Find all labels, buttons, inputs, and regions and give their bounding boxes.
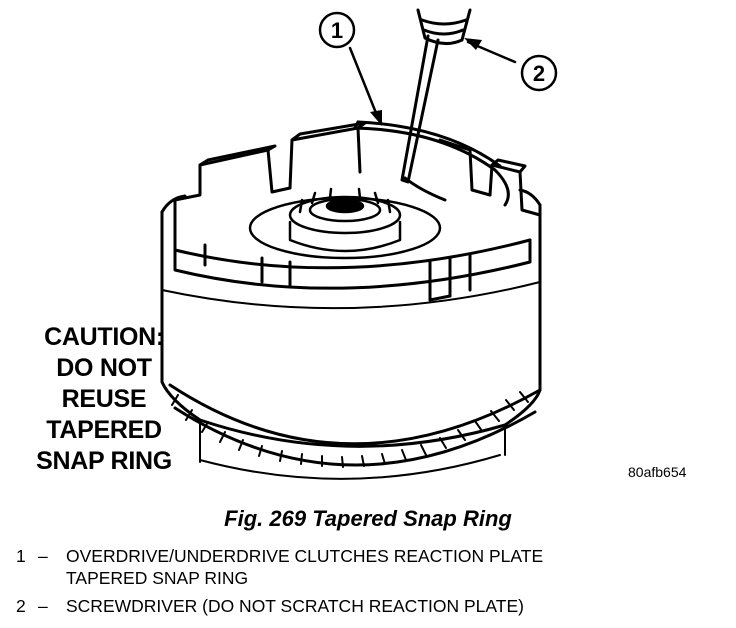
caution-line: REUSE xyxy=(61,385,147,413)
legend-dash: – xyxy=(38,546,48,566)
callout-2-circle xyxy=(520,54,558,92)
caution-line: TAPERED xyxy=(46,416,162,444)
screwdriver xyxy=(400,8,472,184)
legend-number: 2 xyxy=(16,596,26,616)
snap-ring-illustration: 1 2 xyxy=(160,8,558,480)
caution-note: CAUTION: DO NOT REUSE TAPERED SNAP RING xyxy=(18,322,190,477)
legend: 1 – OVERDRIVE/UNDERDRIVE CLUTCHES REACTI… xyxy=(16,545,543,617)
caution-line: SNAP RING xyxy=(36,447,172,475)
legend-text: OVERDRIVE/UNDERDRIVE CLUTCHES REACTION P… xyxy=(66,546,544,588)
castellated-rim xyxy=(173,121,542,302)
callout-1-circle xyxy=(318,11,356,49)
caution-line: CAUTION: xyxy=(44,323,164,351)
legend-item: 2 – SCREWDRIVER (DO NOT SCRATCH REACTION… xyxy=(16,595,543,617)
legend-text: SCREWDRIVER (DO NOT SCRATCH REACTION PLA… xyxy=(66,596,524,616)
callout-2-number: 2 xyxy=(533,61,545,86)
figure-code: 80afb654 xyxy=(628,464,687,480)
callout-leaders xyxy=(348,40,517,120)
legend-item: 1 – OVERDRIVE/UNDERDRIVE CLUTCHES REACTI… xyxy=(16,545,543,589)
figure-title: Fig. 269 Tapered Snap Ring xyxy=(224,506,512,531)
callout-2-arrowhead xyxy=(464,38,482,50)
reaction-plate-housing xyxy=(160,188,542,480)
clutch-hub xyxy=(248,187,442,260)
legend-number: 1 xyxy=(16,546,26,566)
callout-1-number: 1 xyxy=(331,18,343,43)
caution-line: DO NOT xyxy=(56,354,152,382)
legend-dash: – xyxy=(38,596,48,616)
callout-1-arrowhead xyxy=(370,110,382,126)
gear-teeth-ring xyxy=(168,383,542,468)
